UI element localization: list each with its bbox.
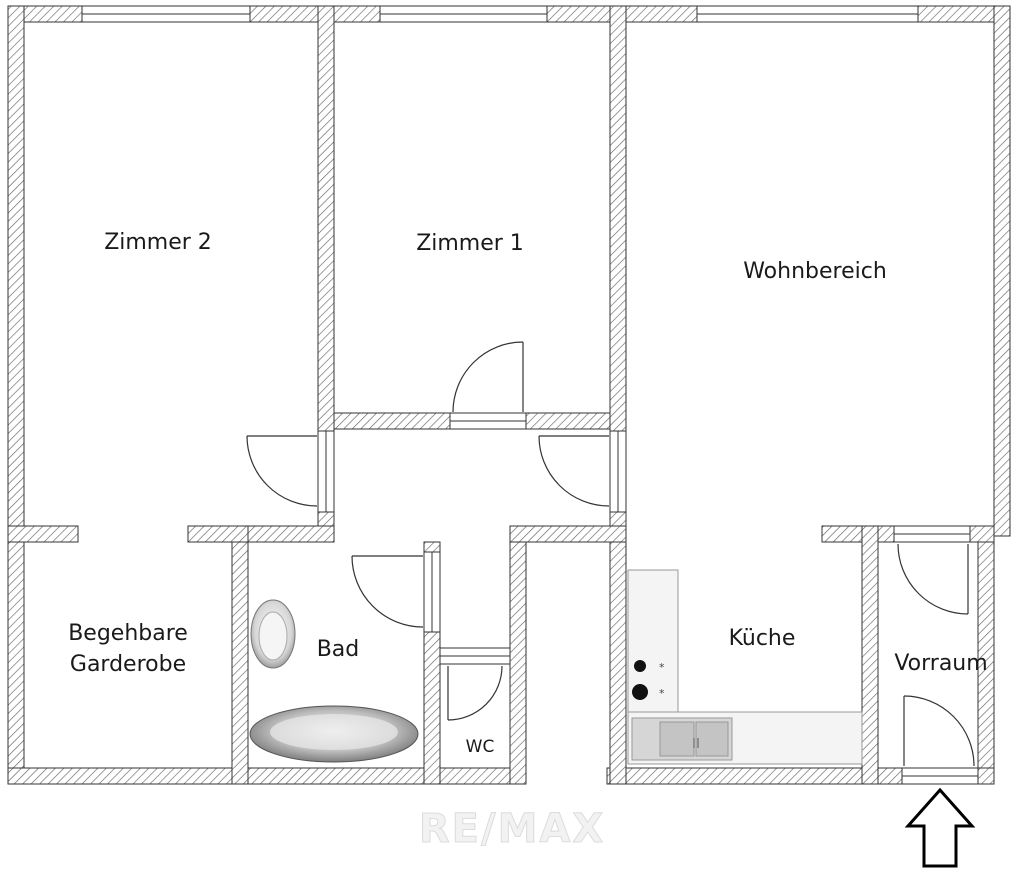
svg-text:*: * [659, 661, 665, 674]
room-label-wohnbereich: Wohnbereich [743, 259, 887, 284]
entrance-arrow-icon [904, 787, 976, 868]
room-label-zimmer-1: Zimmer 1 [416, 231, 524, 256]
room-label-zimmer-2: Zimmer 2 [104, 230, 212, 255]
door-swings [246, 341, 975, 767]
stove-icon: * * [632, 660, 665, 700]
room-label-vorraum: Vorraum [894, 651, 987, 676]
remax-watermark: RE/MAX [419, 806, 605, 852]
walls [7, 5, 1011, 785]
room-label-kueche: Küche [729, 626, 796, 651]
room-label-garderobe-line2: Garderobe [70, 652, 186, 677]
room-label-garderobe-line1: Begehbare [68, 621, 188, 646]
svg-text:*: * [659, 687, 665, 700]
room-label-wc: WC [466, 737, 495, 757]
sink-icon [250, 599, 296, 669]
door-frames [317, 412, 979, 785]
windows [81, 5, 919, 23]
room-label-bad: Bad [317, 637, 360, 662]
bathtub-icon [249, 705, 419, 763]
